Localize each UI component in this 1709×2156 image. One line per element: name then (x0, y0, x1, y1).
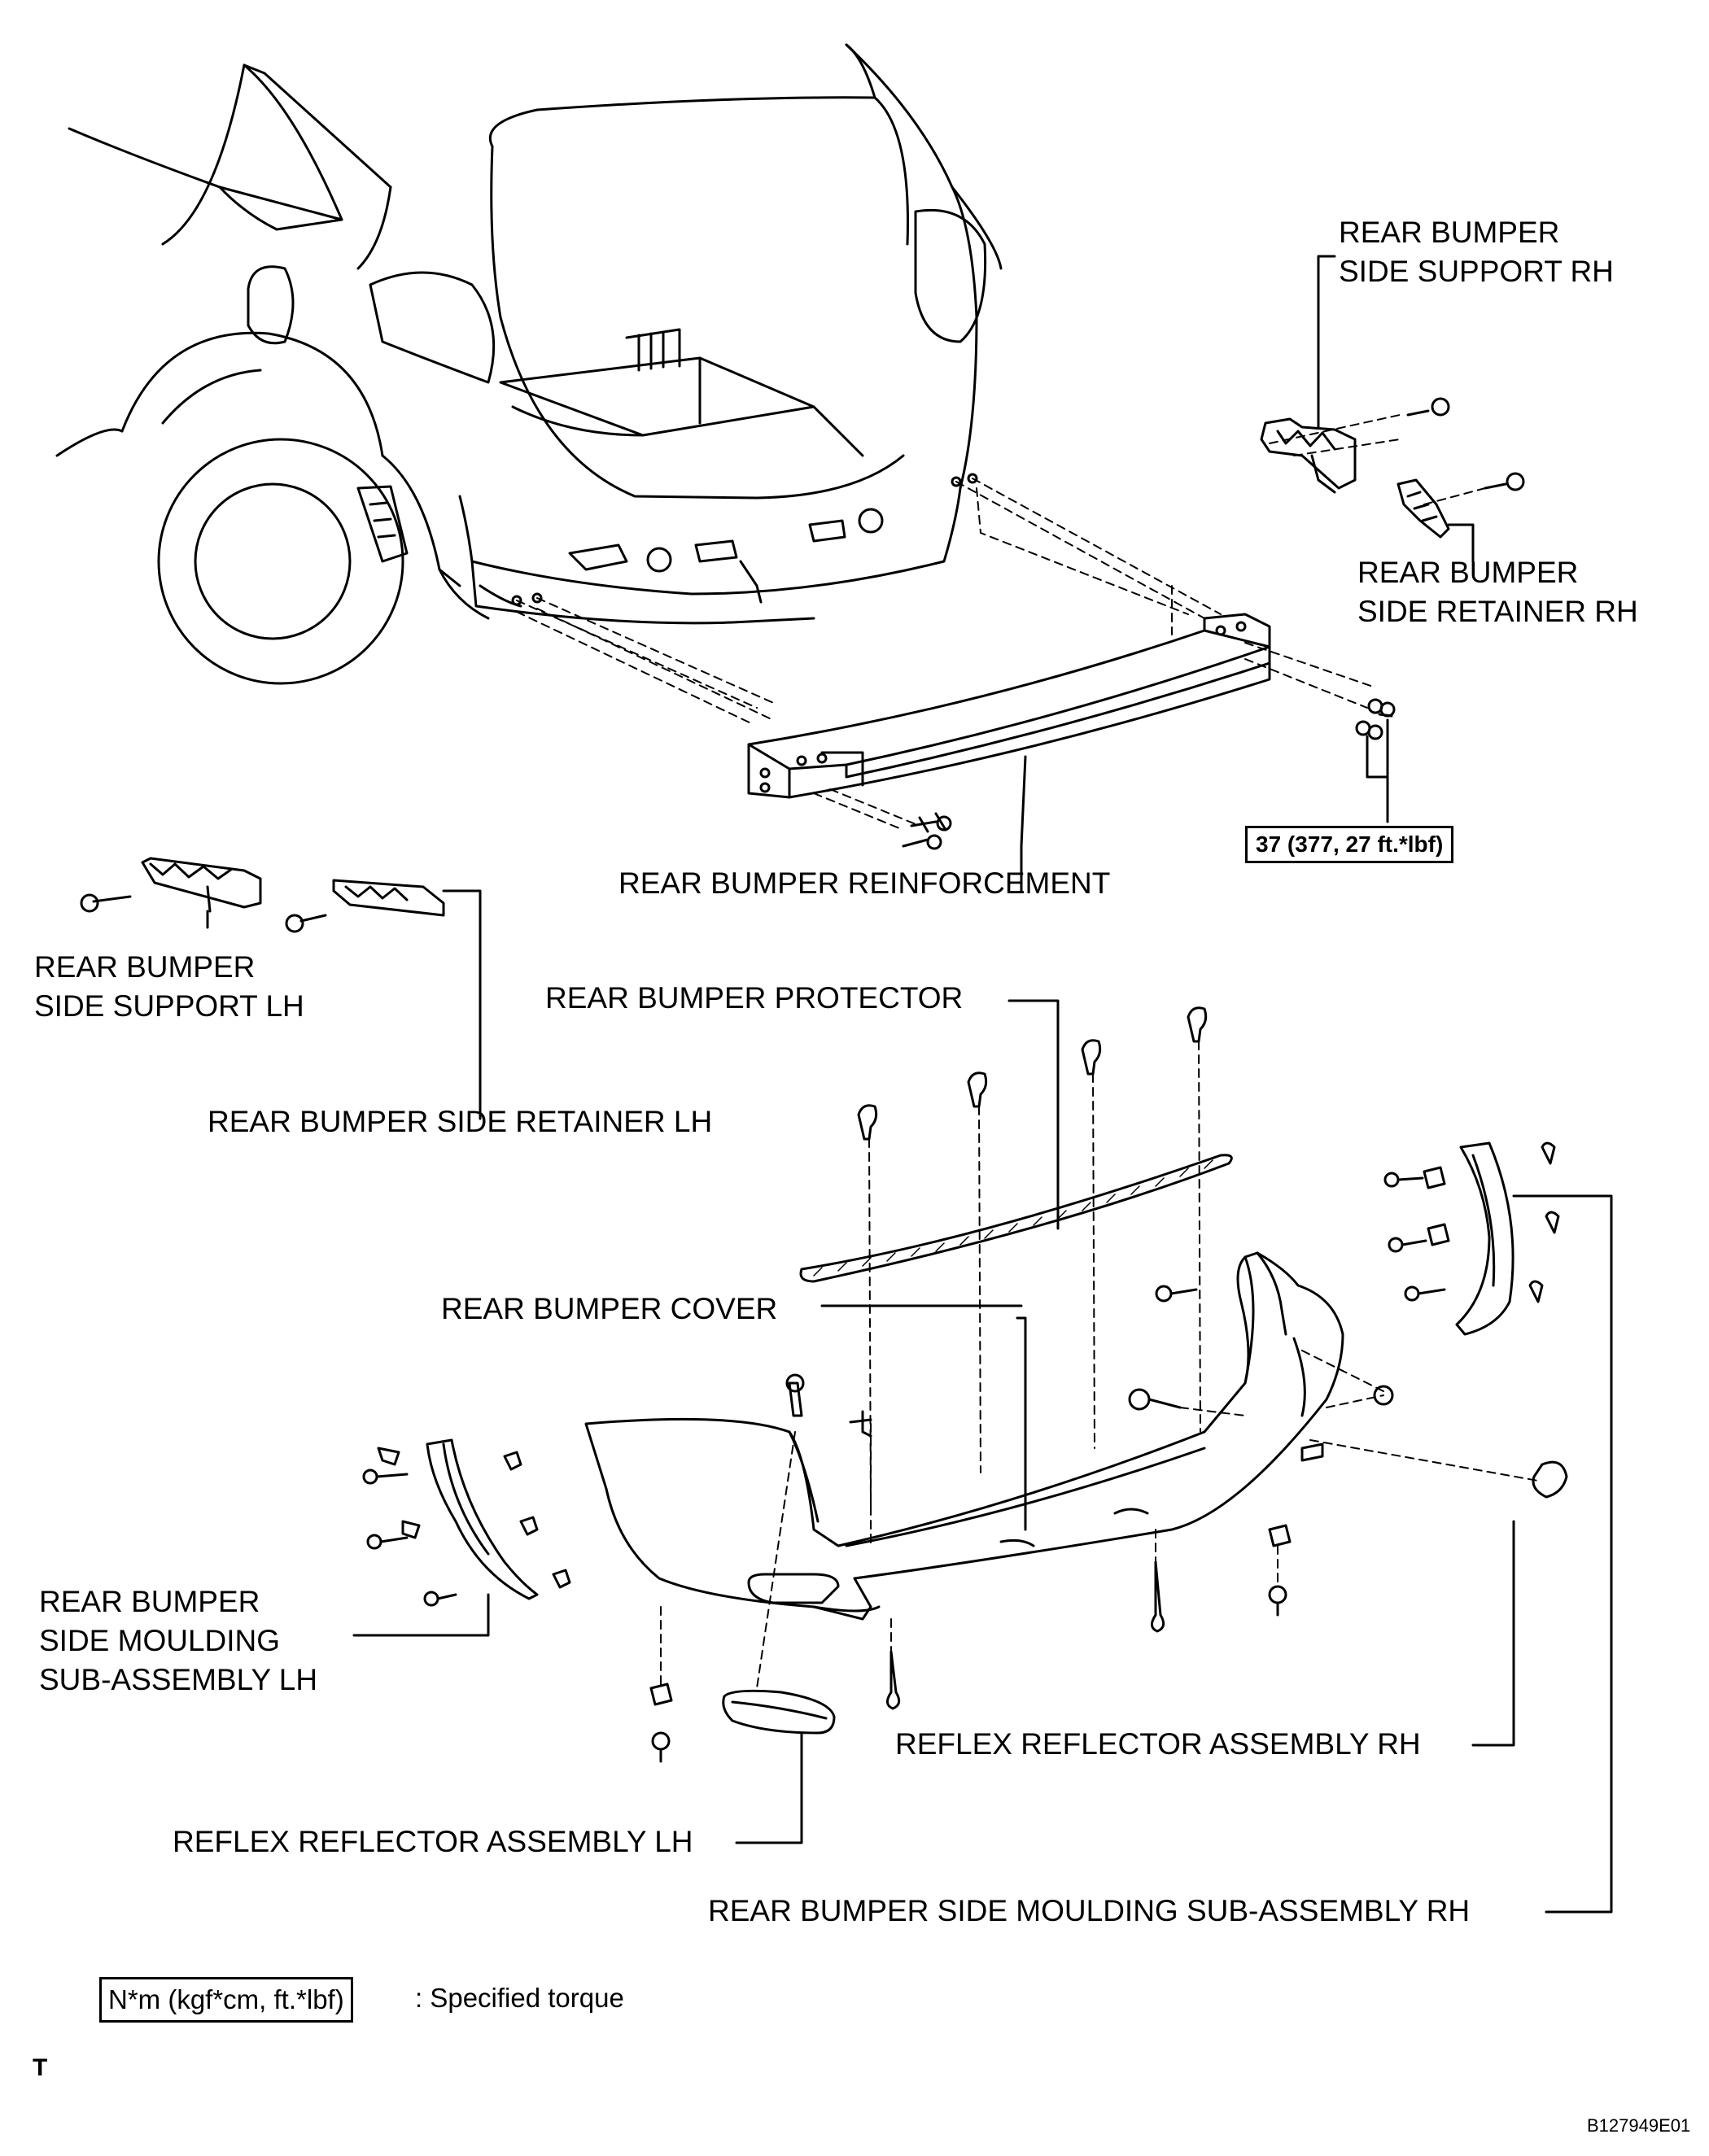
corner-letter: T (33, 2054, 48, 2081)
label-side-moulding-lh-line1: REAR BUMPER (39, 1585, 260, 1618)
cover-fasteners (649, 1285, 1568, 1763)
legend-unit-box: N*m (kgf*cm, ft.*lbf) (99, 1977, 353, 2023)
figure-id: B127949E01 (1587, 2115, 1691, 2136)
label-reflector-rh: REFLEX REFLECTOR ASSEMBLY RH (895, 1727, 1421, 1761)
label-side-support-lh-line1: REAR BUMPER (34, 950, 256, 984)
label-side-support-rh-line1: REAR BUMPER (1339, 216, 1560, 249)
side-retainer-rh (1396, 472, 1525, 563)
reinforcement-bolts-lh (902, 812, 952, 850)
reflex-reflector-rh-leader (1471, 1520, 1515, 1747)
alignment-lines-upper (516, 414, 1486, 831)
label-side-support-rh-line2: SIDE SUPPORT RH (1339, 255, 1614, 288)
side-retainer-lh (285, 879, 482, 1120)
label-cover: REAR BUMPER COVER (441, 1292, 778, 1325)
vehicle-rear-body (55, 43, 1003, 685)
side-support-rh (1260, 255, 1450, 494)
label-reinforcement: REAR BUMPER REINFORCEMENT (618, 866, 1111, 900)
rear-bumper-cover (584, 1251, 1344, 1621)
label-side-retainer-rh-line1: REAR BUMPER (1357, 556, 1579, 589)
clip-guides (868, 1041, 1201, 1510)
lower-guides (660, 1350, 1539, 1689)
label-side-moulding-lh-line3: SUB-ASSEMBLY LH (39, 1663, 318, 1696)
rear-bumper-reinforcement (747, 613, 1271, 799)
side-support-lh (80, 857, 262, 913)
label-side-moulding-rh: REAR BUMPER SIDE MOULDING SUB-ASSEMBLY R… (708, 1894, 1471, 1927)
reinforcement-bolts-rh (1355, 698, 1396, 758)
rear-bumper-protector (799, 999, 1233, 1283)
label-side-moulding-lh-line2: SIDE MOULDING (39, 1624, 281, 1657)
side-moulding-rh (1383, 1141, 1613, 1914)
label-side-retainer-rh-line2: SIDE RETAINER RH (1357, 595, 1638, 628)
label-protector: REAR BUMPER PROTECTOR (545, 981, 964, 1015)
side-moulding-lh (352, 1438, 571, 1637)
torque-spec-box: 37 (377, 27 ft.*lbf) (1245, 826, 1454, 863)
legend-description: : Specified torque (415, 1983, 624, 2013)
label-reflector-lh: REFLEX REFLECTOR ASSEMBLY LH (173, 1825, 693, 1858)
reflex-reflector-lh (722, 1689, 836, 1844)
protector-clips (857, 1006, 1208, 1141)
label-side-retainer-lh: REAR BUMPER SIDE RETAINER LH (208, 1105, 713, 1138)
torque-leader (1366, 718, 1389, 823)
reinforcement-leader (1020, 755, 1027, 893)
label-side-support-lh-line2: SIDE SUPPORT LH (34, 989, 304, 1023)
